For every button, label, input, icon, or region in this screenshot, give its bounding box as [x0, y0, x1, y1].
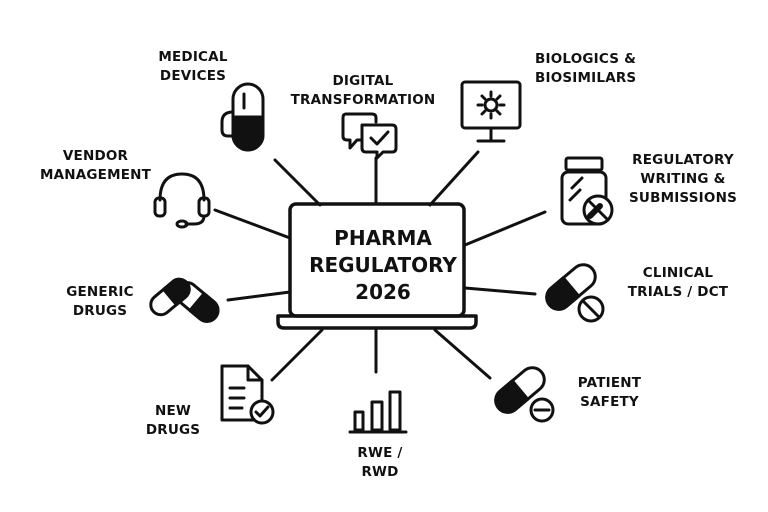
connector-medical-devices	[273, 158, 322, 207]
label-digital-transformation: DIGITAL TRANSFORMATION	[290, 73, 436, 108]
laptop-icon	[276, 202, 478, 330]
center-title-line1: PHARMA	[334, 226, 432, 250]
connector-patient-safety	[433, 328, 492, 380]
label-biologics: BIOLOGICS & BIOSIMILARS	[535, 51, 637, 86]
monitor-gear-icon	[460, 80, 522, 143]
label-new-drugs: NEW DRUGS	[145, 403, 201, 438]
capsule-tablet-icon	[545, 263, 605, 323]
connector-regulatory-writing	[463, 210, 547, 247]
connector-biologics	[428, 150, 480, 207]
connector-lines	[213, 150, 547, 382]
connector-generic-drugs	[226, 290, 292, 302]
pill-capsule-icon	[220, 82, 265, 152]
label-vendor-management: VENDOR MANAGEMENT	[39, 148, 152, 183]
center-title: PHARMA REGULATORY 2026	[298, 225, 468, 306]
center-title-line2: REGULATORY	[309, 253, 457, 277]
label-rwe-rwd: RWE / RWD	[357, 445, 403, 480]
label-medical-devices: MEDICAL DEVICES	[158, 49, 228, 84]
label-clinical-trials: CLINICAL TRIALS / DCT	[627, 265, 729, 300]
capsules-icon	[149, 277, 220, 323]
connector-clinical-trials	[463, 286, 537, 296]
pill-bottle-icon	[560, 156, 614, 226]
document-check-icon	[220, 364, 275, 425]
center-title-line3: 2026	[355, 280, 411, 304]
connector-vendor	[213, 208, 292, 240]
chat-check-icon	[341, 112, 398, 160]
label-generic-drugs: GENERIC DRUGS	[66, 284, 134, 319]
bar-chart-icon	[348, 390, 408, 434]
label-regulatory-writing: REGULATORY WRITING & SUBMISSIONS	[629, 152, 737, 206]
label-patient-safety: PATIENT SAFETY	[577, 375, 642, 410]
headset-icon	[153, 172, 211, 229]
connector-new-drugs	[270, 328, 324, 382]
capsule-tablet-icon	[494, 366, 555, 423]
